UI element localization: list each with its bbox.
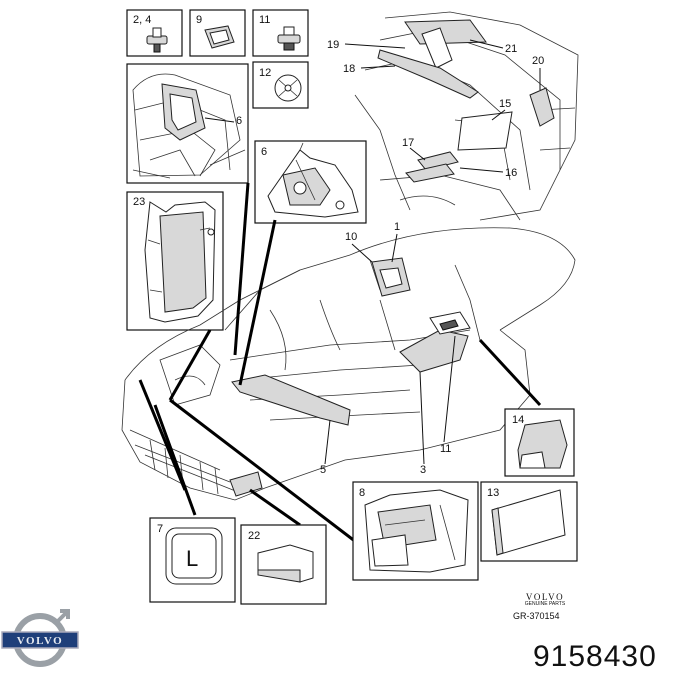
detail-box-9: 9	[189, 9, 246, 57]
detail-box-23: 23	[126, 191, 224, 331]
callout-1: 1	[394, 221, 400, 233]
callout-17: 17	[402, 137, 414, 149]
clip-11-icon	[277, 26, 301, 51]
part-number: 9158430	[533, 640, 657, 673]
callout-20: 20	[532, 55, 544, 67]
detail-box-6-panel: 6	[254, 140, 367, 224]
brand-name: VOLVO	[525, 592, 565, 602]
callout-11-main: 11	[440, 443, 451, 455]
callout-10: 10	[345, 231, 357, 243]
callout-7: 7	[157, 523, 163, 535]
grommet-12-icon	[274, 74, 302, 102]
callout-15: 15	[499, 98, 511, 110]
detail-box-2-4: 2, 4	[126, 9, 183, 57]
callout-18: 18	[343, 63, 355, 75]
detail-box-11: 11	[252, 9, 309, 57]
figure-code: GR-370154	[513, 611, 560, 621]
detail-box-14: 14	[504, 408, 575, 477]
clip-2-4-icon	[146, 27, 168, 53]
callout-6-panel: 6	[261, 146, 267, 158]
callout-16: 16	[505, 167, 517, 179]
volvo-logo: VOLVO	[1, 609, 79, 667]
callout-14: 14	[512, 414, 524, 426]
leader-arrows	[138, 182, 542, 547]
detail-box-7: 7 L	[149, 517, 236, 603]
callout-9: 9	[196, 14, 202, 26]
callout-8: 8	[359, 487, 365, 499]
callout-23: 23	[133, 196, 145, 208]
callout-11: 11	[259, 14, 270, 26]
callout-2-4: 2, 4	[133, 14, 151, 26]
detail-box-12: 12	[252, 61, 309, 109]
callout-19: 19	[327, 39, 339, 51]
callout-13: 13	[487, 487, 499, 499]
car-body-shell: 10 1 5 3 11	[121, 221, 576, 501]
brand-sub: GENUINE PARTS	[524, 601, 566, 607]
detail-box-22: 22	[240, 524, 327, 605]
logo-wordmark: VOLVO	[17, 635, 63, 647]
insert-7-letter: L	[186, 546, 198, 571]
clip-9-icon	[204, 25, 235, 49]
interior-dashboard-view: 19 21 18 20 15 17 16	[327, 11, 579, 221]
detail-box-6-bay: 6	[126, 63, 249, 184]
callout-5: 5	[320, 464, 326, 476]
callout-6-bay: 6	[236, 115, 242, 127]
detail-box-13: 13	[480, 481, 578, 562]
callout-21: 21	[505, 43, 517, 55]
callout-3: 3	[420, 464, 426, 476]
callout-22: 22	[248, 530, 260, 542]
callout-12: 12	[259, 67, 271, 79]
brand-block: VOLVO GENUINE PARTS	[505, 592, 585, 607]
detail-box-8: 8	[352, 481, 479, 581]
